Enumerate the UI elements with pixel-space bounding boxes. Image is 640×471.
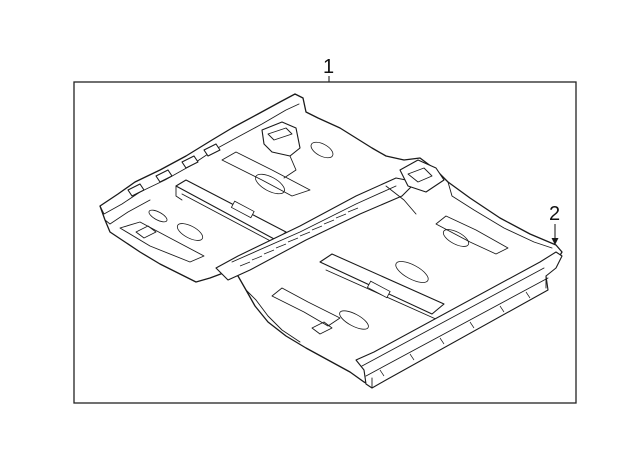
rear-right-recess-2 [310, 141, 334, 159]
front-right-panel [435, 215, 509, 255]
rear-left-recess-2 [148, 209, 168, 223]
toe-flange [447, 181, 553, 249]
center-tunnel [215, 177, 417, 281]
tab-rear-4 [203, 143, 221, 157]
upper-bracket [261, 121, 301, 157]
front-rail-part-2 [355, 251, 563, 389]
front-cross-member [319, 253, 445, 315]
rear-small-plate [135, 225, 157, 239]
front-right-recess [395, 261, 429, 283]
front-rail-ribs [379, 291, 531, 377]
upper-bracket-face [267, 127, 293, 141]
front-rail-top-edge [361, 267, 545, 367]
diagram-frame [73, 81, 577, 404]
rear-mid-panel [221, 151, 311, 197]
front-left-panel [271, 287, 341, 327]
rear-left-panel [119, 221, 205, 263]
tab-rear-3 [181, 155, 199, 169]
rear-lip-corner [104, 199, 151, 225]
front-mount-strut [385, 185, 417, 215]
upper-bracket-leg [283, 155, 297, 179]
callout-1-label: 1 [323, 56, 334, 78]
callout-1[interactable]: 1 [323, 56, 334, 82]
front-mount-bracket [399, 159, 445, 193]
front-small-plate [311, 321, 333, 335]
front-left-sill [245, 289, 301, 343]
rear-cross-member-end [175, 185, 183, 201]
floor-pan-part-1 [99, 93, 563, 387]
front-rail-mid-edge [365, 277, 549, 377]
front-slot [366, 280, 391, 299]
front-right-recess-2 [442, 229, 470, 247]
rear-slot [230, 200, 255, 219]
floor-pan-outline [99, 93, 563, 387]
front-rail-ends [371, 275, 547, 389]
rear-cross-member [175, 179, 287, 241]
tab-rear-1 [127, 183, 145, 197]
callout-2-arrowhead [551, 238, 559, 245]
tab-rear-2 [155, 169, 173, 183]
callout-2-label: 2 [549, 203, 560, 225]
callout-2[interactable]: 2 [549, 203, 560, 245]
rear-cross-member-edge [181, 193, 281, 247]
tunnel-ribs [239, 207, 359, 267]
front-mount-face [407, 167, 433, 183]
rear-left-recess [176, 223, 204, 241]
tunnel-ridge [231, 185, 397, 263]
front-left-recess [339, 310, 369, 330]
